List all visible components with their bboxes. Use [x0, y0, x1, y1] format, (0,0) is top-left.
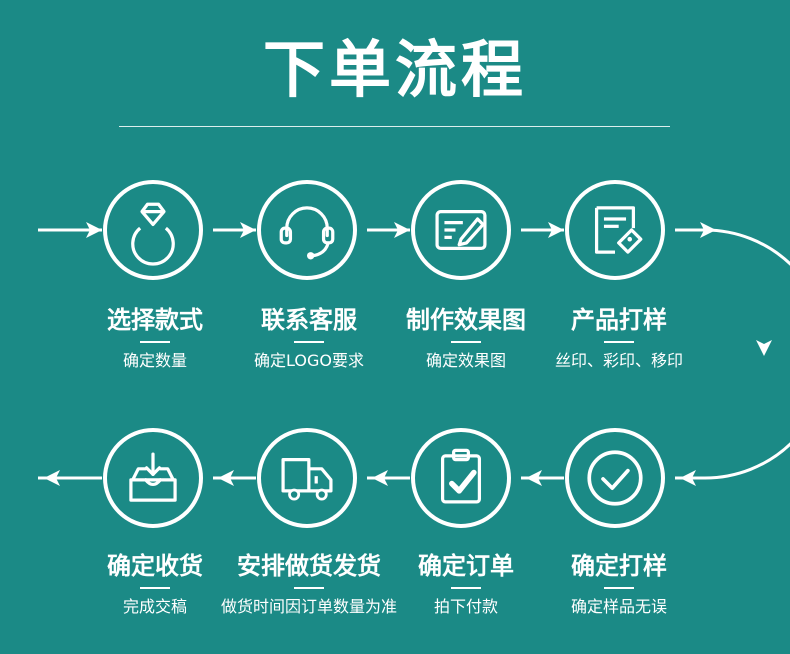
step-4: 产品打样 丝印、彩印、移印	[519, 305, 719, 371]
delivery-truck-icon	[281, 457, 333, 501]
step-4-title: 产品打样	[571, 306, 667, 334]
step-1-title: 选择款式	[107, 306, 203, 334]
step-5-circle	[565, 428, 665, 528]
step-3-circle	[411, 180, 511, 280]
step-1-circle	[103, 180, 203, 280]
step-6-divider	[451, 587, 481, 589]
edit-document-icon	[435, 209, 487, 251]
step-4-divider	[604, 341, 634, 343]
step-5-subtitle: 确定样品无误	[570, 597, 667, 616]
step-5-divider	[604, 587, 634, 589]
step-3: 制作效果图 确定效果图	[366, 305, 566, 371]
step-8-subtitle: 完成交稿	[122, 597, 187, 616]
diamond-ring-icon	[131, 202, 175, 266]
step-1-divider	[140, 341, 170, 343]
step-6-circle	[411, 428, 511, 528]
step-3-title: 制作效果图	[406, 306, 526, 334]
step-5-title: 确定打样	[571, 552, 667, 580]
step-4-subtitle: 丝印、彩印、移印	[554, 351, 683, 370]
step-2-subtitle: 确定LOGO要求	[254, 351, 364, 370]
step-5: 确定打样 确定样品无误	[519, 551, 719, 617]
step-7-title: 安排做货发货	[237, 552, 381, 580]
page-title: 下单流程	[262, 33, 527, 106]
step-7: 安排做货发货 做货时间因订单数量为准	[198, 551, 420, 617]
step-8-divider	[140, 587, 170, 589]
step-7-subtitle: 做货时间因订单数量为准	[220, 597, 397, 616]
step-6-title: 确定订单	[418, 552, 514, 580]
step-2-circle	[257, 180, 357, 280]
step-3-subtitle: 确定效果图	[425, 351, 506, 370]
check-circle-icon	[587, 450, 643, 506]
step-1: 选择款式 确定数量	[55, 305, 255, 371]
step-6-subtitle: 拍下付款	[433, 597, 498, 616]
headset-icon	[279, 206, 335, 260]
step-2: 联系客服 确定LOGO要求	[209, 305, 409, 371]
step-6: 确定订单 拍下付款	[366, 551, 566, 617]
step-7-circle	[257, 428, 357, 528]
document-tag-icon	[594, 206, 643, 254]
step-8-title: 确定收货	[107, 552, 203, 580]
step-3-divider	[451, 341, 481, 343]
step-1-subtitle: 确定数量	[122, 351, 187, 370]
step-8-circle	[103, 428, 203, 528]
title-divider	[119, 126, 670, 127]
clipboard-check-icon	[440, 448, 482, 504]
step-7-divider	[294, 587, 324, 589]
step-8: 确定收货 完成交稿	[55, 551, 255, 617]
step-2-divider	[294, 341, 324, 343]
step-4-circle	[565, 180, 665, 280]
inbox-download-icon	[129, 452, 177, 502]
step-2-title: 联系客服	[261, 306, 357, 334]
